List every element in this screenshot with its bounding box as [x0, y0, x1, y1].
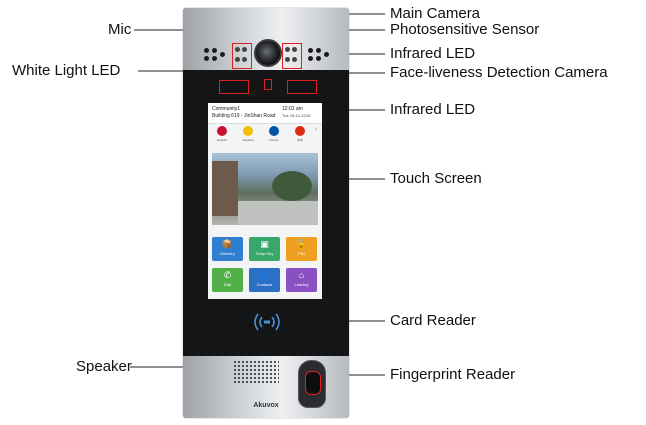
led-dot [285, 57, 290, 62]
label-main-camera: Main Camera [390, 5, 481, 22]
fingerprint-reader[interactable] [298, 360, 326, 408]
language-france[interactable]: France [262, 126, 286, 142]
clock-date: Tue 19-12-2018 [282, 113, 311, 118]
mic-hole [204, 48, 209, 53]
speaker-grille [233, 360, 279, 384]
intercom-device: Community1 Building 619 - JinShan Road 1… [183, 8, 349, 418]
infrared-led-box-lower-right [287, 80, 317, 94]
language-chinese[interactable]: 中文 [288, 126, 312, 142]
mic-hole [220, 52, 225, 57]
brand-logo: Akuvox [253, 402, 279, 409]
label-infrared-led-top: Infrared LED [390, 45, 476, 62]
nfc-card-reader-icon[interactable] [250, 310, 284, 334]
contacts-icon: 👤 [258, 270, 271, 280]
phone-icon: ✆ [223, 270, 232, 280]
tile-pin[interactable]: 🔓 PIN [286, 237, 317, 261]
mic-hole [316, 56, 321, 61]
label-infrared-led-bottom: Infrared LED [390, 101, 476, 118]
white-light-led-box [232, 43, 252, 69]
community-name: Community1 [212, 106, 241, 112]
camera-preview-image [212, 153, 318, 225]
main-camera-lens [254, 39, 282, 67]
tile-leaving[interactable]: ⌂ Leaving [286, 268, 317, 292]
tile-contacts[interactable]: 👤 Contacts [249, 268, 280, 292]
language-english[interactable]: English [210, 126, 234, 142]
mic-hole [204, 56, 209, 61]
clock-time: 12:01 am [282, 106, 303, 112]
led-dot [242, 57, 247, 62]
led-dot [292, 47, 297, 52]
language-row: English Español France 中文 [208, 126, 322, 148]
tile-temp-key[interactable]: ▣ Temp Key [249, 237, 280, 261]
touch-screen[interactable]: Community1 Building 619 - JinShan Road 1… [208, 103, 322, 299]
tile-delivery[interactable]: 📦 Delivery [212, 237, 243, 261]
home-icon: ⌂ [298, 270, 305, 280]
label-speaker: Speaker [76, 358, 132, 375]
chevron-right-icon[interactable]: › [315, 126, 318, 133]
label-mic: Mic [108, 21, 132, 38]
led-dot [235, 47, 240, 52]
tile-dial[interactable]: ✆ Dial [212, 268, 243, 292]
screen-header: Community1 Building 619 - JinShan Road 1… [208, 103, 322, 124]
preview-building [212, 161, 238, 216]
mic-hole [212, 56, 217, 61]
label-touch-screen: Touch Screen [390, 170, 482, 187]
led-dot [285, 47, 290, 52]
flag-icon [217, 126, 227, 136]
infrared-led-box [282, 43, 302, 69]
led-dot [235, 57, 240, 62]
mic-hole [212, 48, 217, 53]
delivery-icon: 📦 [221, 239, 234, 249]
label-fingerprint-reader: Fingerprint Reader [390, 366, 516, 383]
flag-icon [243, 126, 253, 136]
top-plate [183, 8, 349, 70]
mic-hole [308, 48, 313, 53]
led-dot [242, 47, 247, 52]
label-face-liveness-camera: Face-liveness Detection Camera [390, 64, 608, 81]
preview-tree [272, 171, 312, 201]
led-dot [292, 57, 297, 62]
flag-icon [295, 126, 305, 136]
unlock-icon: 🔓 [295, 239, 308, 249]
face-liveness-camera-box [264, 79, 272, 90]
flag-icon [269, 126, 279, 136]
preview-road [238, 201, 318, 225]
mic-hole [308, 56, 313, 61]
qr-code-icon: ▣ [260, 239, 269, 249]
label-photosensitive-sensor: Photosensitive Sensor [390, 21, 540, 38]
mic-hole [324, 52, 329, 57]
mic-hole [316, 48, 321, 53]
address: Building 619 - JinShan Road [212, 113, 276, 119]
fingerprint-icon [305, 371, 321, 395]
label-white-light-led: White Light LED [12, 62, 121, 79]
label-card-reader: Card Reader [390, 312, 476, 329]
infrared-led-box-lower-left [219, 80, 249, 94]
language-espanol[interactable]: Español [236, 126, 260, 142]
